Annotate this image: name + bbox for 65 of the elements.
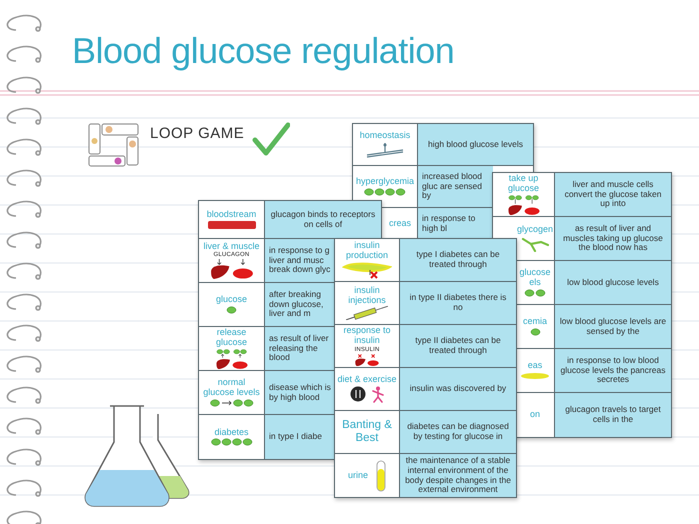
term-text: on: [530, 410, 540, 420]
definition-text: in type I diabe: [269, 431, 322, 442]
title: Blood glucose regulation: [72, 30, 454, 72]
card-row: [516, 217, 671, 261]
definition-text: type II diabetes can be treated through: [415, 335, 501, 355]
term-text: creas: [388, 218, 411, 228]
term-text: diabetes: [214, 428, 249, 438]
card-row: [199, 201, 381, 239]
definition-text: in response to low blood glucose levels the pancreas secretes: [560, 354, 666, 384]
term-text: bloodstream: [206, 210, 256, 220]
definition-text: in type II diabetes there is no: [410, 292, 506, 312]
term-text: take up glucose: [506, 174, 540, 194]
card-row: [335, 411, 516, 454]
term-text: diet & exercise: [337, 375, 397, 385]
term-text: response to insulin: [342, 326, 392, 346]
definition-text: the maintenance of a stable internal environment of the body despite changes in the external environment: [405, 454, 511, 494]
card-row: [335, 239, 516, 282]
card-row: [199, 371, 335, 415]
term-text: insulin injections: [347, 286, 387, 306]
card-row: [353, 166, 493, 208]
definition-text: high blood glucose levels: [428, 138, 523, 149]
card-row: [199, 415, 335, 459]
card-row: [516, 261, 671, 305]
card-row: [516, 349, 671, 393]
definition-text: glucagon binds to receptors on cells of: [270, 208, 376, 228]
card-row: [199, 283, 335, 327]
definition-text: disease which is by high blood: [269, 382, 331, 402]
card-row: [493, 173, 671, 217]
term-text: glucose els: [518, 268, 552, 288]
card-row: [199, 327, 335, 371]
definition-text: low blood glucose levels are sensed by the: [560, 316, 666, 336]
definition-text: as result of liver releasing the blood: [269, 332, 329, 362]
term-text: liver & muscle: [203, 242, 260, 252]
term-text: homeostasis: [360, 131, 410, 141]
card-sheet: [334, 238, 517, 498]
term-text: cemia: [522, 317, 547, 327]
definition-text: low blood glucose levels: [567, 276, 659, 287]
definition-text: increased blood gluc are sensed by: [422, 170, 482, 200]
term-text: insulin production: [344, 240, 390, 260]
term-text: hyperglycemia: [356, 177, 414, 187]
definition-text: glucagon travels to target cells in the: [565, 404, 661, 424]
term-text: glucose: [216, 295, 248, 305]
definition-text: liver and muscle cells convert the glucose taken up into: [564, 178, 662, 208]
definition-text: in response to high bl: [422, 212, 476, 232]
term-text: urine: [348, 470, 368, 480]
card-row: [353, 124, 533, 166]
term-text: release glucose: [214, 328, 248, 348]
card-row: [335, 282, 516, 325]
definition-text: diabetes can be diagnosed by testing for glucose in: [407, 421, 509, 441]
heading-label: LOOP GAME: [150, 125, 244, 142]
definition-text: as result of liver and muscles taking up glucose the blood now has: [563, 222, 663, 252]
card-row: [199, 239, 335, 283]
definition-text: insulin was discovered by: [410, 383, 506, 394]
card-row: [516, 305, 671, 349]
term-text: eas: [528, 361, 542, 371]
card-row: [516, 393, 671, 437]
definition-text: type I diabetes can be treated through: [416, 249, 500, 269]
definition-text: after breaking down glucose, liver and m: [269, 288, 324, 318]
term-text: glycogen: [516, 225, 554, 235]
term-text: Banting & Best: [341, 419, 393, 445]
card-row: [335, 325, 516, 368]
card-row: [335, 454, 516, 497]
card-row: [335, 368, 516, 411]
term-text: normal glucose levels: [202, 378, 261, 398]
definition-text: in response to g liver and musc break down glyc: [269, 244, 330, 274]
